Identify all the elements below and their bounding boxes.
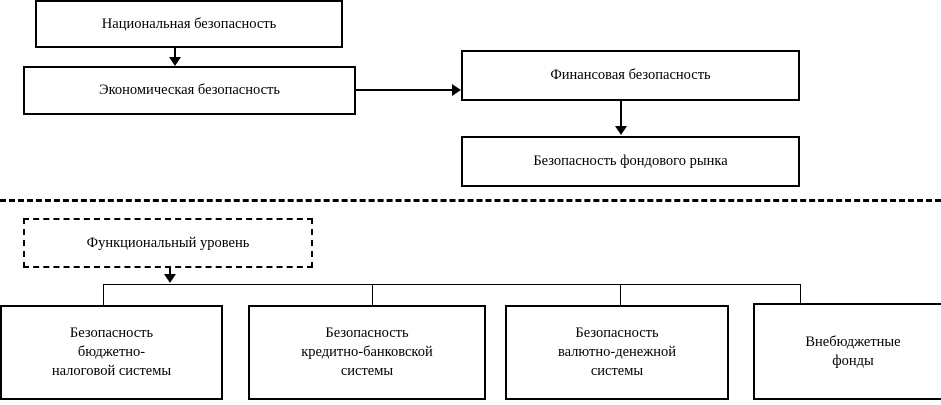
leaf-line-1: Безопасность (69, 325, 154, 342)
leaf-line-3: налоговой системы (51, 362, 172, 379)
bus-drop-2 (372, 284, 373, 305)
node-financial-security[interactable]: Финансовая безопасность (461, 50, 800, 101)
connector-economic-to-financial (356, 89, 455, 91)
leaf-line-2: валютно-денежной (557, 344, 677, 361)
leaf-line-1: Внебюджетные (805, 333, 901, 350)
leaf-line-1: Безопасность (325, 325, 409, 342)
node-economic-security[interactable]: Экономическая безопасность (23, 66, 356, 115)
leaf-extrabudgetary-funds-label: Внебюджетные фонды (761, 333, 941, 371)
leaf-currency-monetary-system[interactable]: Безопасность валютно-денежной системы (505, 305, 729, 400)
connector-national-to-economic (174, 48, 176, 60)
node-functional-level[interactable]: Функциональный уровень (23, 218, 313, 268)
leaf-currency-monetary-system-label: Безопасность валютно-денежной системы (513, 324, 721, 381)
bus-bar-horizontal (103, 284, 801, 285)
leaf-line-1: Безопасность (575, 325, 659, 342)
section-divider (0, 199, 941, 202)
leaf-credit-banking-system-label: Безопасность кредитно-банковской системы (256, 324, 478, 381)
node-national-security[interactable]: Национальная безопасность (35, 0, 343, 48)
leaf-budget-tax-system[interactable]: Безопасность бюджетно- налоговой системы (0, 305, 223, 400)
node-financial-security-label: Финансовая безопасность (550, 67, 711, 84)
bus-drop-4 (800, 284, 801, 303)
node-economic-security-label: Экономическая безопасность (99, 82, 280, 99)
leaf-line-2: кредитно-банковской (301, 344, 433, 361)
connector-functional-to-bus (169, 268, 171, 278)
leaf-line-3: системы (590, 362, 644, 379)
leaf-line-3: системы (340, 362, 394, 379)
node-national-security-label: Национальная безопасность (101, 15, 277, 32)
node-functional-level-label: Функциональный уровень (86, 234, 250, 251)
node-stock-market-security[interactable]: Безопасность фондового рынка (461, 136, 800, 187)
arrow-functional-to-bus-icon (164, 274, 176, 283)
bus-drop-1 (103, 284, 104, 305)
arrow-national-to-economic-icon (169, 57, 181, 66)
leaf-credit-banking-system[interactable]: Безопасность кредитно-банковской системы (248, 305, 486, 400)
arrow-economic-to-financial-icon (452, 84, 461, 96)
connector-financial-to-stock-market (620, 101, 622, 128)
arrow-financial-to-stock-market-icon (615, 126, 627, 135)
node-stock-market-security-label: Безопасность фондового рынка (533, 153, 728, 170)
leaf-line-2: фонды (832, 352, 874, 369)
leaf-budget-tax-system-label: Безопасность бюджетно- налоговой системы (8, 324, 215, 381)
bus-drop-3 (620, 284, 621, 305)
leaf-extrabudgetary-funds[interactable]: Внебюджетные фонды (753, 303, 941, 400)
leaf-line-2: бюджетно- (77, 344, 146, 361)
